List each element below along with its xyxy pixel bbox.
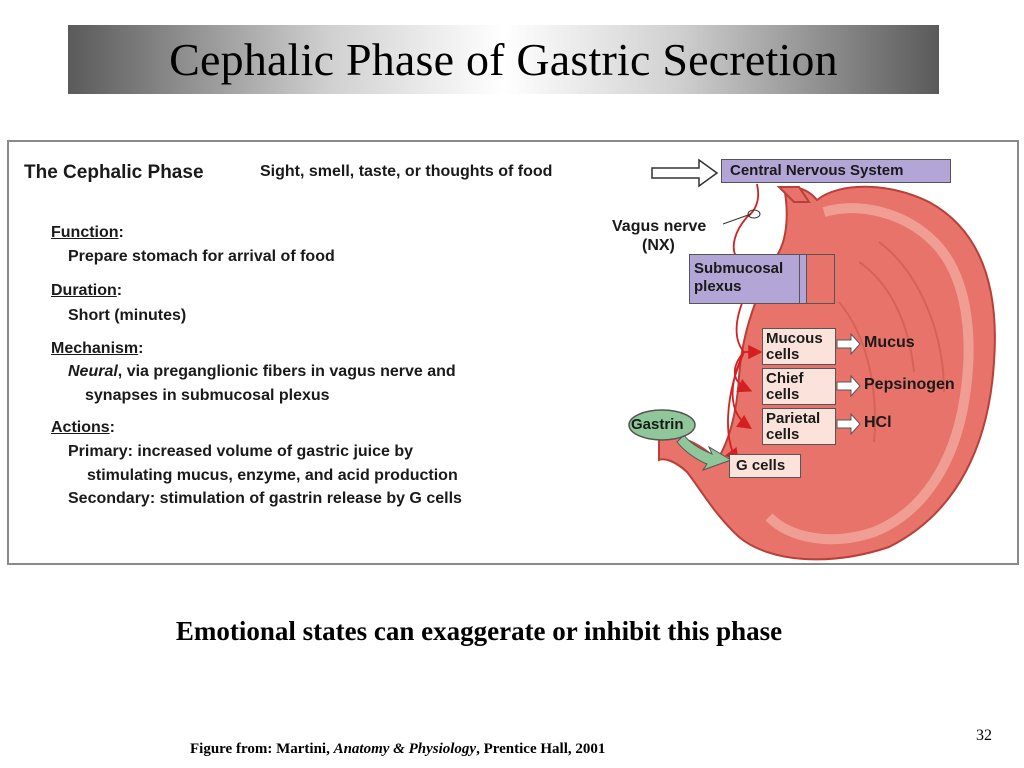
mechanism-text: Neural, via preganglionic fibers in vagu… bbox=[68, 363, 456, 380]
caption: Emotional states can exaggerate or inhib… bbox=[175, 616, 783, 646]
vagus-nx-label: (NX) bbox=[642, 237, 675, 254]
gastrin-arrow bbox=[676, 434, 733, 471]
esophagus bbox=[776, 186, 811, 203]
parietal-cells-box: Parietal cells bbox=[762, 408, 836, 445]
hcl-label: HCl bbox=[864, 414, 892, 431]
page-number: 32 bbox=[976, 727, 992, 744]
parietal-label-2: cells bbox=[766, 426, 800, 443]
pepsinogen-arrow bbox=[836, 374, 861, 398]
function-text: Prepare stomach for arrival of food bbox=[68, 248, 335, 265]
slide-title: Cephalic Phase of Gastric Secretion bbox=[169, 34, 838, 85]
title-bar: Cephalic Phase of Gastric Secretion bbox=[68, 25, 939, 94]
mucus-label: Mucus bbox=[864, 334, 915, 351]
mechanism-heading: Mechanism: bbox=[51, 340, 144, 357]
mucous-label-2: cells bbox=[766, 346, 800, 363]
submucosal-box: Submucosal plexus bbox=[689, 254, 807, 304]
submucosal-outline bbox=[799, 254, 835, 304]
cns-box: Central Nervous System bbox=[721, 159, 951, 183]
chief-label-1: Chief bbox=[766, 370, 804, 387]
mucous-cells-box: Mucous cells bbox=[762, 328, 836, 365]
hcl-arrow bbox=[836, 412, 861, 436]
function-heading: Function: bbox=[51, 224, 124, 241]
stimulus-arrow bbox=[651, 158, 719, 188]
stimulus-text: Sight, smell, taste, or thoughts of food bbox=[260, 163, 553, 180]
mechanism-text-2: synapses in submucosal plexus bbox=[85, 387, 330, 404]
actions-secondary: Secondary: stimulation of gastrin releas… bbox=[68, 490, 462, 507]
submucosal-label-2: plexus bbox=[694, 278, 742, 295]
gastrin-oval bbox=[628, 409, 696, 441]
duration-text: Short (minutes) bbox=[68, 307, 187, 324]
vagus-nerve-line bbox=[732, 183, 760, 258]
vagus-label: Vagus nerve bbox=[612, 218, 707, 235]
submucosal-label-1: Submucosal bbox=[694, 260, 784, 277]
actions-heading: Actions: bbox=[51, 419, 115, 436]
parietal-label-1: Parietal bbox=[766, 410, 821, 427]
chief-cells-box: Chief cells bbox=[762, 368, 836, 405]
gastrin-label: Gastrin bbox=[631, 416, 684, 433]
figure-heading: The Cephalic Phase bbox=[24, 162, 204, 183]
cns-label: Central Nervous System bbox=[730, 162, 904, 179]
chief-label-2: cells bbox=[766, 386, 800, 403]
actions-primary-2: stimulating mucus, enzyme, and acid prod… bbox=[87, 467, 458, 484]
g-cells-label: G cells bbox=[736, 457, 786, 474]
g-cells-box: G cells bbox=[729, 454, 801, 478]
mucus-arrow bbox=[836, 332, 861, 356]
duration-heading: Duration: bbox=[51, 282, 123, 299]
stomach-diagram bbox=[628, 158, 996, 561]
mucous-label-1: Mucous bbox=[766, 330, 823, 347]
stomach-inner bbox=[765, 203, 974, 545]
figure-credit: Figure from: Martini, Anatomy & Physiolo… bbox=[190, 741, 606, 757]
pepsinogen-label: Pepsinogen bbox=[864, 376, 955, 393]
figure-panel: The Cephalic Phase Sight, smell, taste, … bbox=[7, 140, 1019, 565]
actions-primary: Primary: increased volume of gastric jui… bbox=[68, 443, 414, 460]
